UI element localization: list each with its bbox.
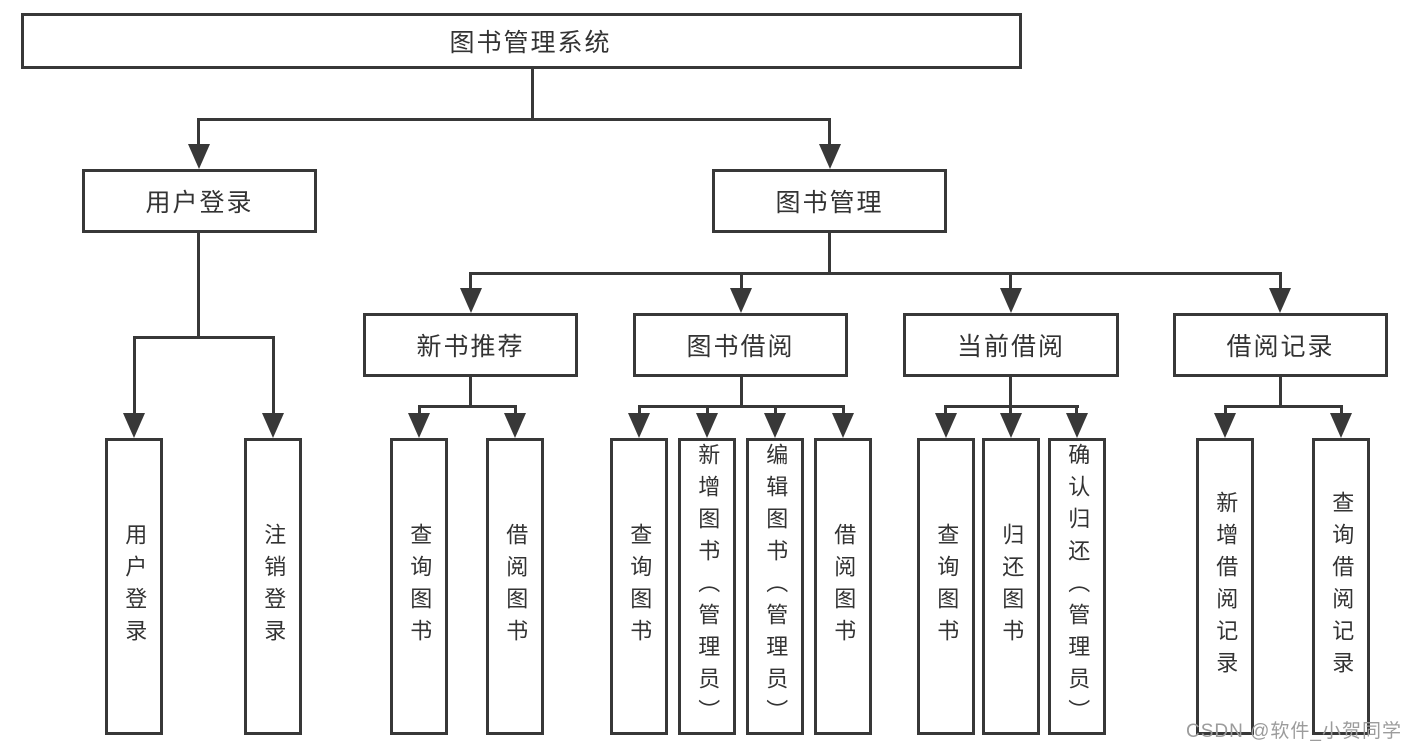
leaf-query-book-borrow-label: 查询图书	[627, 522, 653, 651]
leaf-return-book-label: 归还图书	[999, 522, 1025, 651]
arrow-down-icon	[262, 413, 284, 438]
connector-drop-current-borrow	[1009, 272, 1012, 290]
connector-drop-leaf-logout	[272, 336, 275, 414]
connector-drop-leaf	[1075, 405, 1078, 415]
node-root: 图书管理系统	[21, 13, 1022, 69]
node-book-borrow: 图书借阅	[633, 313, 848, 377]
connector-drop-new-book-recommend	[469, 272, 472, 290]
arrow-down-icon	[408, 413, 430, 438]
node-user-login-label: 用户登录	[145, 189, 254, 217]
node-current-borrow: 当前借阅	[903, 313, 1119, 377]
connector-drop-leaf	[1340, 405, 1343, 415]
node-borrow-record: 借阅记录	[1173, 313, 1388, 377]
connector-drop-borrow-record	[1279, 272, 1282, 290]
csdn-watermark: CSDN @软件_小贺同学	[1186, 721, 1402, 742]
connector-drop-leaf	[706, 405, 709, 415]
leaf-query-borrow-record: 查询借阅记录	[1312, 438, 1370, 735]
connector-drop-leaf	[944, 405, 947, 415]
leaf-query-borrow-record-label: 查询借阅记录	[1329, 490, 1355, 683]
arrow-down-icon	[819, 144, 841, 169]
arrow-down-icon	[504, 413, 526, 438]
arrow-down-icon	[832, 413, 854, 438]
connector-level1-branch	[197, 118, 831, 121]
leaf-query-book-recommend: 查询图书	[390, 438, 448, 735]
node-book-borrow-label: 图书借阅	[686, 333, 795, 361]
leaf-return-book: 归还图书	[982, 438, 1040, 735]
connector-borrow-record-stub	[1279, 377, 1282, 405]
connector-new-book-recommend-branch	[418, 405, 517, 408]
node-user-login: 用户登录	[82, 169, 317, 233]
connector-drop-leaf	[1224, 405, 1227, 415]
node-borrow-record-label: 借阅记录	[1226, 333, 1335, 361]
connector-user-login-branch	[133, 336, 275, 339]
connector-drop-leaf	[418, 405, 421, 415]
connector-drop-book-borrow	[740, 272, 743, 290]
connector-drop-leaf	[514, 405, 517, 415]
leaf-add-book-admin: 新增图书（管理员）	[678, 438, 736, 735]
arrow-down-icon	[1330, 413, 1352, 438]
connector-book-management-stub	[828, 233, 831, 272]
connector-drop-leaf	[774, 405, 777, 415]
leaf-confirm-return-admin-label: 确认归还（管理员）	[1065, 442, 1091, 731]
leaf-borrow-book-recommend: 借阅图书	[486, 438, 544, 735]
connector-book-borrow-stub	[740, 377, 743, 405]
leaf-borrow-book-label: 借阅图书	[831, 522, 857, 651]
connector-book-borrow-branch	[638, 405, 845, 408]
node-book-management-label: 图书管理	[775, 189, 884, 217]
leaf-query-book-current: 查询图书	[917, 438, 975, 735]
arrow-down-icon	[696, 413, 718, 438]
node-root-label: 图书管理系统	[449, 29, 612, 57]
connector-drop-user-login	[197, 118, 200, 146]
leaf-logout-label: 注销登录	[261, 522, 287, 651]
arrow-down-icon	[1214, 413, 1236, 438]
node-book-management: 图书管理	[712, 169, 947, 233]
arrow-down-icon	[123, 413, 145, 438]
arrow-down-icon	[730, 288, 752, 313]
node-current-borrow-label: 当前借阅	[956, 333, 1065, 361]
arrow-down-icon	[188, 144, 210, 169]
leaf-add-book-admin-label: 新增图书（管理员）	[695, 442, 721, 731]
connector-root-stub	[531, 68, 534, 118]
leaf-confirm-return-admin: 确认归还（管理员）	[1048, 438, 1106, 735]
connector-drop-book-management	[828, 118, 831, 146]
leaf-logout: 注销登录	[244, 438, 302, 735]
connector-drop-leaf	[638, 405, 641, 415]
leaf-user-login: 用户登录	[105, 438, 163, 735]
arrow-down-icon	[460, 288, 482, 313]
leaf-edit-book-admin: 编辑图书（管理员）	[746, 438, 804, 735]
connector-user-login-stub	[197, 233, 200, 336]
leaf-query-book-borrow: 查询图书	[610, 438, 668, 735]
connector-borrow-record-branch	[1224, 405, 1343, 408]
arrow-down-icon	[764, 413, 786, 438]
arrow-down-icon	[935, 413, 957, 438]
leaf-add-borrow-record-label: 新增借阅记录	[1213, 490, 1239, 683]
arrow-down-icon	[628, 413, 650, 438]
arrow-down-icon	[1000, 288, 1022, 313]
connector-new-book-recommend-stub	[469, 377, 472, 405]
arrow-down-icon	[1269, 288, 1291, 313]
connector-drop-leaf	[1009, 405, 1012, 415]
node-new-book-recommend: 新书推荐	[363, 313, 578, 377]
leaf-query-book-current-label: 查询图书	[934, 522, 960, 651]
leaf-add-borrow-record: 新增借阅记录	[1196, 438, 1254, 735]
arrow-down-icon	[1000, 413, 1022, 438]
connector-level3-branch	[469, 272, 1282, 275]
leaf-query-book-recommend-label: 查询图书	[407, 522, 433, 651]
node-new-book-recommend-label: 新书推荐	[416, 333, 525, 361]
connector-current-borrow-stub	[1009, 377, 1012, 405]
leaf-user-login-label: 用户登录	[122, 522, 148, 651]
arrow-down-icon	[1066, 413, 1088, 438]
leaf-edit-book-admin-label: 编辑图书（管理员）	[763, 442, 789, 731]
leaf-borrow-book: 借阅图书	[814, 438, 872, 735]
leaf-borrow-book-recommend-label: 借阅图书	[503, 522, 529, 651]
connector-drop-leaf	[842, 405, 845, 415]
connector-drop-leaf-user-login	[133, 336, 136, 414]
